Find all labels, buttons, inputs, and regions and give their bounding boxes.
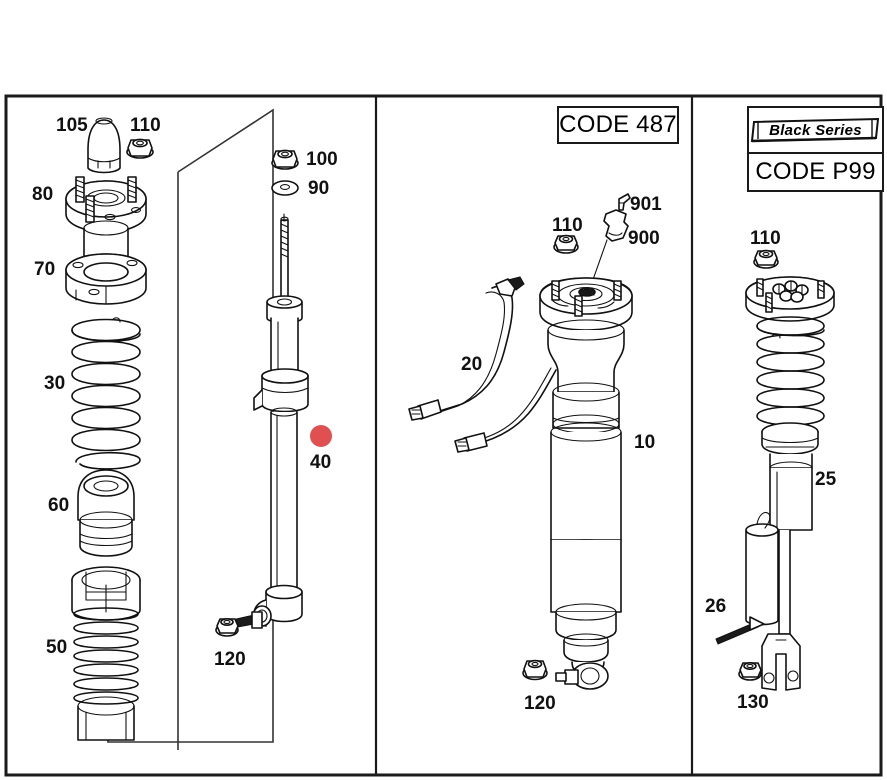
callout-80: 80 bbox=[32, 184, 54, 205]
red-dot-icon bbox=[310, 425, 332, 447]
black-series-badge-box: Black Series bbox=[747, 106, 884, 154]
callout-901: 901 bbox=[630, 194, 662, 215]
part-70-spring-seat bbox=[65, 253, 147, 305]
part-40-shock-absorber bbox=[231, 213, 309, 629]
part-110-nut-right bbox=[753, 249, 779, 269]
callout-120-middle: 120 bbox=[524, 693, 556, 714]
callout-26-arrow bbox=[715, 616, 765, 645]
callout-10: 10 bbox=[634, 432, 656, 453]
callout-110-left: 110 bbox=[130, 115, 161, 136]
callout-90: 90 bbox=[308, 178, 330, 199]
black-series-plate-icon: Black Series bbox=[750, 117, 882, 143]
black-series-plate-shape bbox=[750, 117, 879, 143]
part-901-clip bbox=[618, 193, 631, 211]
callout-26: 26 bbox=[705, 596, 727, 617]
part-25-coilover bbox=[715, 276, 835, 691]
part-100-nut bbox=[271, 149, 299, 170]
part-20-air-lines bbox=[408, 276, 557, 453]
black-series-label: Black Series bbox=[769, 121, 862, 139]
callout-900: 900 bbox=[628, 228, 660, 249]
part-105-dust-cap bbox=[87, 117, 121, 174]
callout-130: 130 bbox=[737, 692, 769, 713]
code-487-box: CODE 487 bbox=[557, 106, 679, 144]
code-p99-label: CODE P99 bbox=[755, 158, 876, 185]
part-50-dust-boot bbox=[71, 566, 141, 741]
callout-100: 100 bbox=[306, 149, 338, 170]
code-p99-box: CODE P99 bbox=[747, 152, 884, 192]
callout-60: 60 bbox=[48, 495, 70, 516]
part-110-nut-left bbox=[126, 138, 154, 159]
callout-110-right: 110 bbox=[750, 228, 781, 249]
part-110-nut-middle bbox=[553, 234, 579, 254]
callout-20: 20 bbox=[461, 354, 483, 375]
callout-50: 50 bbox=[46, 637, 68, 658]
code-487-label: CODE 487 bbox=[559, 111, 677, 138]
part-30-coil-spring bbox=[71, 317, 141, 470]
part-60-bump-stop bbox=[77, 469, 135, 557]
callout-110-middle: 110 bbox=[552, 215, 583, 236]
callout-25: 25 bbox=[815, 469, 837, 490]
part-130-nut bbox=[738, 661, 762, 681]
part-90-washer bbox=[271, 180, 299, 196]
callout-40: 40 bbox=[310, 452, 332, 473]
part-900-bracket bbox=[603, 209, 629, 242]
callout-120-left: 120 bbox=[214, 649, 246, 670]
part-120-nut-middle bbox=[522, 659, 548, 681]
callout-30: 30 bbox=[44, 373, 66, 394]
callout-70: 70 bbox=[34, 259, 56, 280]
part-10-air-strut bbox=[539, 277, 633, 690]
part-120-nut-left bbox=[215, 617, 239, 637]
callout-105: 105 bbox=[56, 115, 88, 136]
